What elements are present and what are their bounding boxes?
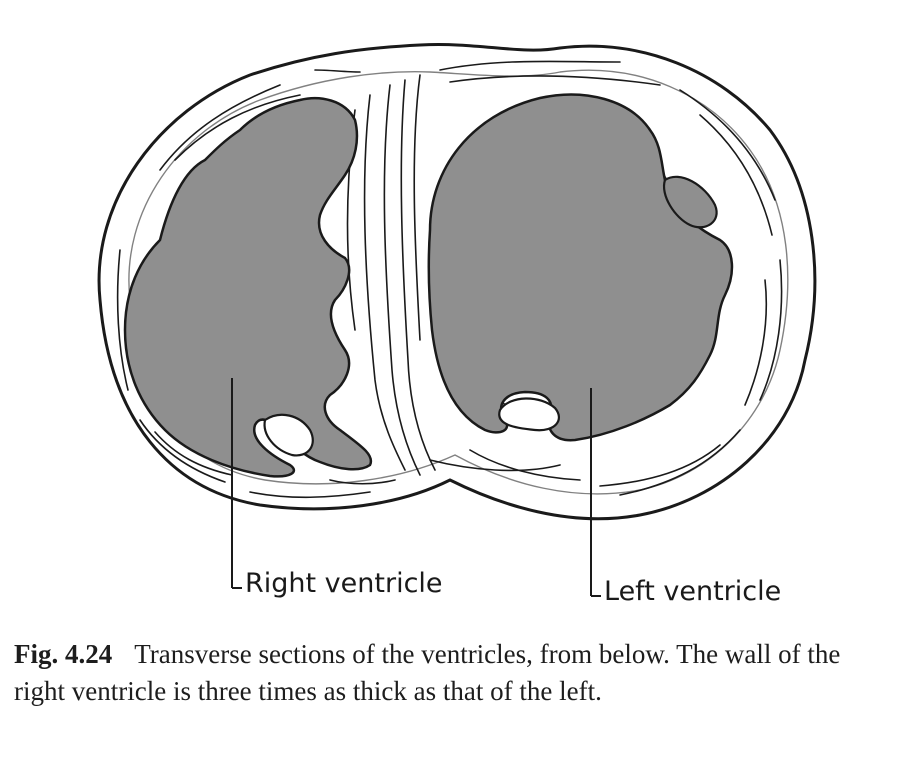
figure-number: Fig. 4.24	[14, 639, 113, 669]
fiber-stroke	[154, 431, 233, 476]
myocardium-fibers	[116, 60, 783, 499]
fiber-stroke	[429, 459, 561, 472]
right-ventricle-cavity	[123, 96, 373, 478]
fiber-stroke	[439, 60, 621, 71]
fiber-stroke	[599, 444, 721, 487]
fiber-stroke	[383, 84, 421, 476]
fiber-stroke	[139, 419, 226, 483]
lv-wall-recess	[662, 175, 718, 229]
inner-wall-contour	[128, 69, 789, 495]
fiber-stroke	[744, 279, 768, 406]
lv-papillary-muscle	[498, 397, 560, 432]
caption-text: Transverse sections of the ventricles, f…	[14, 639, 841, 706]
fiber-stroke	[413, 74, 421, 341]
left-ventricle-label: Left ventricle	[604, 576, 781, 607]
left-ventricle-cavity	[427, 93, 734, 442]
fiber-stroke	[314, 69, 361, 73]
fiber-stroke	[400, 79, 436, 471]
fiber-stroke	[249, 491, 371, 499]
fiber-stroke	[174, 94, 301, 161]
fiber-stroke	[759, 259, 783, 401]
fiber-stroke	[329, 479, 396, 485]
rv-papillary-muscle	[263, 413, 314, 457]
fiber-stroke	[679, 89, 776, 201]
fiber-stroke	[363, 94, 406, 471]
fiber-stroke	[116, 249, 129, 391]
fiber-stroke	[619, 429, 741, 496]
fiber-stroke	[159, 84, 281, 171]
right-ventricle-label: Right ventricle	[245, 568, 443, 599]
fiber-stroke	[449, 75, 661, 86]
fiber-stroke	[699, 114, 773, 236]
ventricles-cross-section-diagram: Right ventricle Left ventricle	[97, 43, 817, 607]
